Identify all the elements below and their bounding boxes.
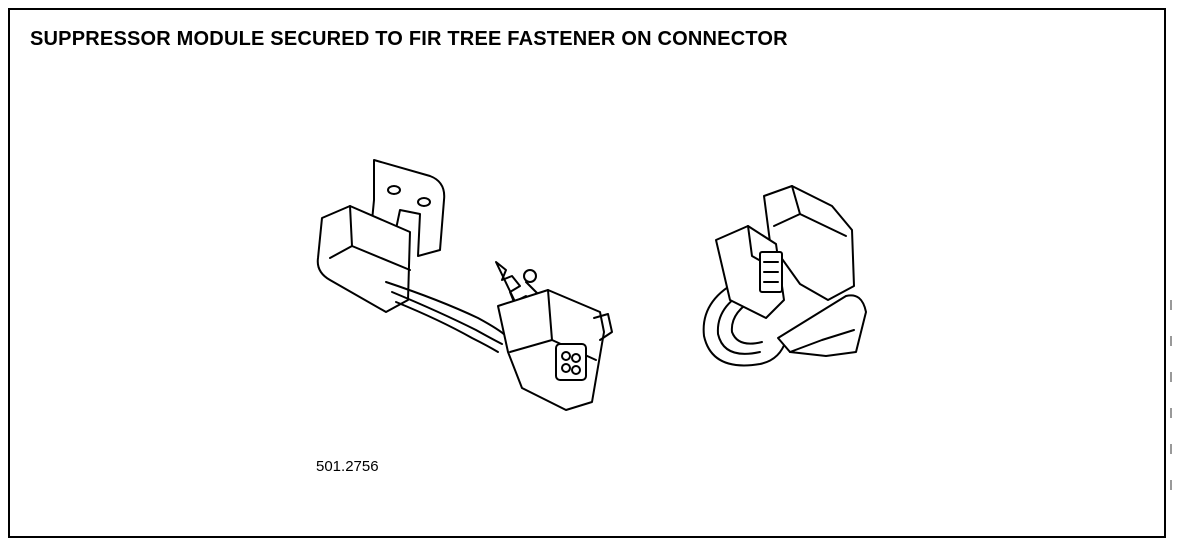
left-assembly-illustration bbox=[316, 159, 613, 411]
wire-harness-3 bbox=[395, 301, 499, 353]
wire-harness-1 bbox=[385, 281, 507, 337]
suppressor-module bbox=[316, 205, 411, 313]
figure-title: SUPPRESSOR MODULE SECURED TO FIR TREE FA… bbox=[30, 28, 788, 50]
connector-latch bbox=[593, 313, 613, 341]
right-assembly-illustration bbox=[702, 185, 867, 367]
wire-harness-2 bbox=[391, 291, 503, 345]
figure-number: 501.2756 bbox=[316, 458, 379, 475]
bracket-hole-2 bbox=[417, 197, 431, 207]
rear-wire-loop bbox=[702, 279, 787, 367]
bracket-hole-1 bbox=[387, 185, 401, 195]
connector-face bbox=[555, 343, 587, 381]
rear-base-plate bbox=[777, 294, 867, 357]
scan-edge-marks bbox=[1170, 300, 1174, 532]
